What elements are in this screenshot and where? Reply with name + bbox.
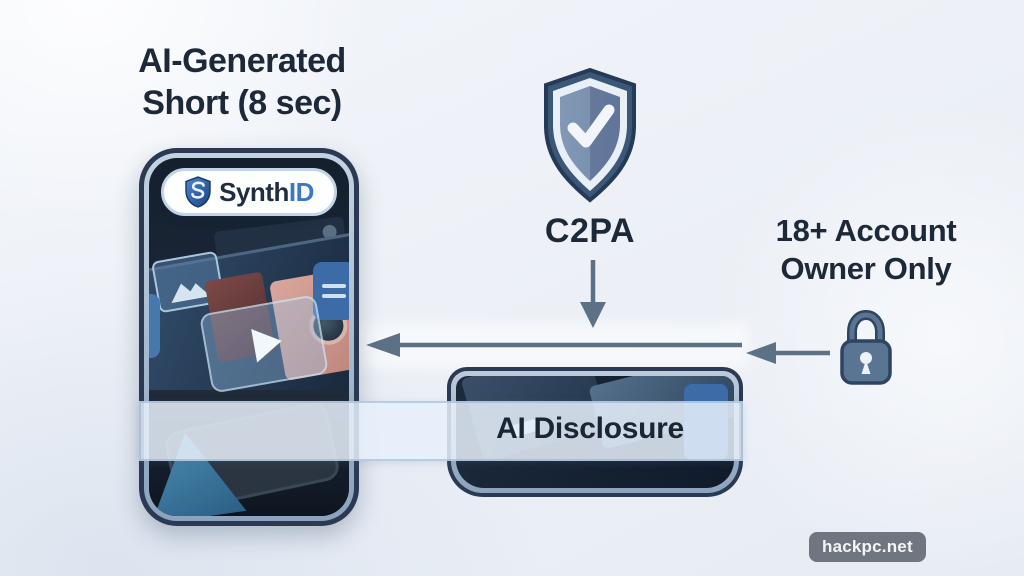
lock-icon [840, 309, 892, 385]
age-line-2: Owner Only [780, 251, 952, 286]
phone-screen: SynthID [149, 158, 349, 516]
mountain-glyph [168, 275, 211, 304]
synthid-badge: SynthID [161, 168, 337, 216]
down-arrow [580, 260, 606, 328]
left-arrow-long [366, 333, 742, 357]
watermark-badge: hackpc.net [809, 532, 926, 562]
synthid-label: SynthID [219, 177, 314, 208]
age-line-1: 18+ Account [775, 213, 957, 248]
phone-bezel: SynthID [144, 153, 354, 521]
left-arrow-short [746, 342, 830, 364]
ai-disclosure-label: AI Disclosure [496, 412, 684, 445]
synthid-label-suffix: ID [288, 176, 315, 207]
c2pa-label: C2PA [544, 212, 636, 250]
diagram-title: AI-Generated Short (8 sec) [88, 40, 396, 124]
side-tab-illustration [149, 294, 160, 358]
play-icon [251, 324, 285, 363]
phone-mockup: SynthID [139, 148, 359, 526]
title-line-1: AI-Generated [138, 42, 346, 80]
shield-check-icon [544, 67, 636, 203]
menu-icon [313, 262, 349, 320]
watermark-label: hackpc.net [822, 537, 913, 556]
synthid-shield-logo [185, 176, 211, 208]
title-line-2: Short (8 sec) [142, 84, 342, 122]
synthid-label-prefix: Synth [219, 176, 289, 207]
age-restriction-label: 18+ Account Owner Only [738, 212, 994, 288]
